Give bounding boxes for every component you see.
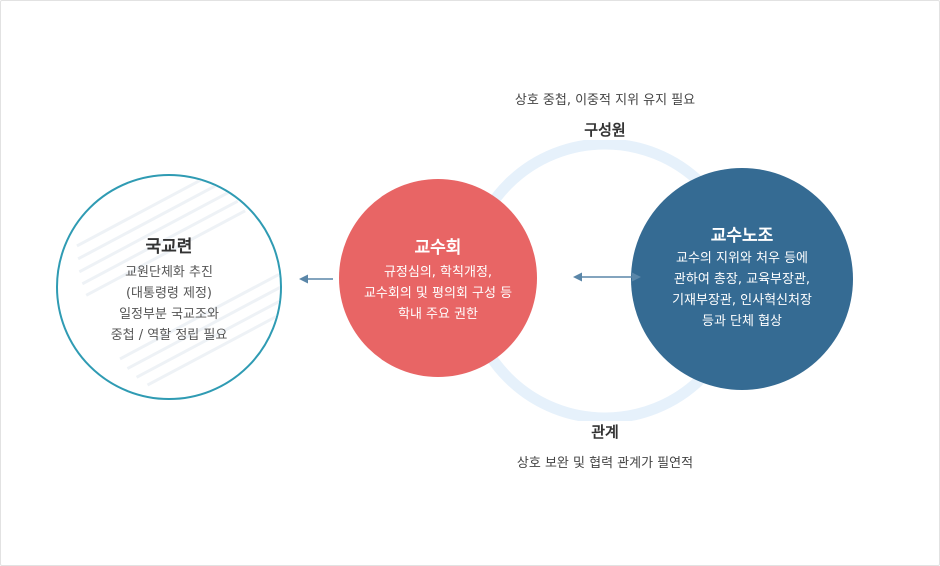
center-node-line: 규정심의, 학칙개정,	[383, 265, 493, 280]
left-node-line: 중첩 / 역할 정립 필요	[110, 328, 228, 343]
center-node-body: 규정심의, 학칙개정, 교수회의 및 평의회 구성 등 학내 주요 권한	[338, 262, 538, 325]
right-node-line: 관하여 총장, 교육부장관,	[673, 272, 811, 287]
left-node-line: 교원단체화 추진	[125, 265, 213, 280]
top-label: 구성원	[550, 119, 660, 140]
center-node-line: 학내 주요 권한	[397, 307, 479, 322]
right-node-circle	[631, 168, 853, 390]
right-node-line: 등과 단체 협상	[701, 314, 783, 329]
left-node-line: (대통령령 제정)	[125, 286, 213, 301]
center-node-title: 교수회	[414, 238, 462, 258]
bottom-caption: 상호 보완 및 협력 관계가 필연적	[516, 456, 694, 471]
left-node-body: 교원단체화 추진 (대통령령 제정) 일정부분 국교조와 중첩 / 역할 정립 …	[69, 262, 269, 346]
arrow-bidirectional	[573, 272, 641, 282]
top-caption: 상호 중첩, 이중적 지위 유지 필요	[514, 93, 696, 108]
right-node-line: 기재부장관, 인사혁신처장	[672, 293, 812, 308]
bottom-label: 관계	[560, 421, 650, 442]
left-node-title: 국교련	[145, 237, 193, 257]
right-node-line: 교수의 지위와 처우 등에	[676, 251, 808, 266]
arrow-left	[299, 274, 333, 284]
center-node-line: 교수회의 및 평의회 구성 등	[363, 286, 513, 301]
center-node-circle	[339, 179, 537, 377]
right-node-title: 교수노조	[710, 226, 774, 246]
right-node-body: 교수의 지위와 처우 등에 관하여 총장, 교육부장관, 기재부장관, 인사혁신…	[642, 248, 842, 332]
left-node-stripes	[76, 176, 280, 387]
left-node-line: 일정부분 국교조와	[119, 307, 219, 322]
